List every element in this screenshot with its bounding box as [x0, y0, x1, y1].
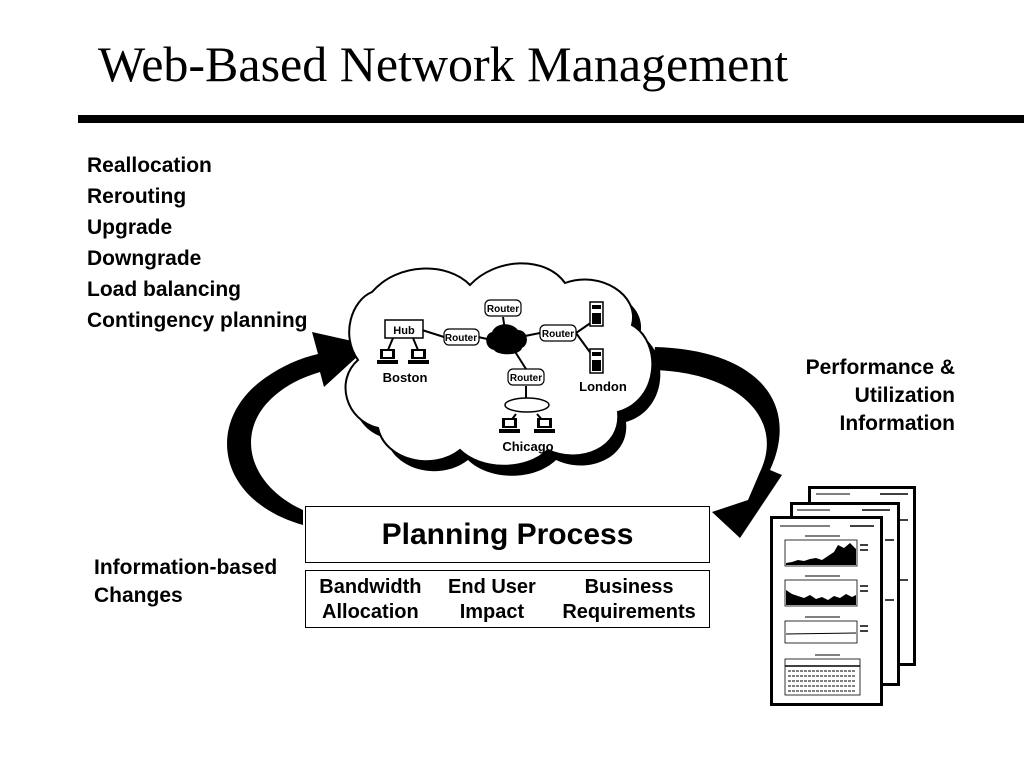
performance-line-1: Performance &: [805, 356, 955, 379]
right-cycle-arrow: [652, 347, 782, 538]
action-item-upgrade: Upgrade: [87, 216, 173, 239]
router-top: [484, 299, 522, 317]
factor-label: Requirements: [562, 601, 696, 623]
action-list: Reallocation Rerouting Upgrade Downgrade…: [87, 150, 308, 336]
factor-label: Business: [584, 576, 674, 598]
report-documents: [770, 486, 916, 706]
title-divider: [78, 115, 1024, 123]
factor-end-user-impact: End User Impact: [448, 575, 536, 625]
router-top-label: Router: [487, 304, 519, 315]
planning-process-title: Planning Process: [381, 517, 634, 551]
router-left-label: Router: [445, 333, 477, 344]
performance-line-3: Information: [839, 412, 956, 435]
information-changes-line-2: Changes: [94, 584, 183, 607]
planning-factors-box: Bandwidth Allocation End User Impact Bus…: [305, 570, 710, 628]
server-icon: [589, 301, 604, 327]
slide-title: Web-Based Network Management: [98, 36, 789, 92]
chicago-lan-segment: [504, 397, 550, 413]
planning-process-box: Planning Process: [305, 506, 710, 563]
computer-icon: [377, 349, 398, 364]
factor-bandwidth-allocation: Bandwidth Allocation: [319, 575, 421, 625]
hub-label: Hub: [393, 325, 415, 337]
information-changes-label: Information-based Changes: [94, 554, 277, 610]
network-cloud: [344, 262, 654, 467]
action-item-load-balancing: Load balancing: [87, 278, 242, 301]
factor-label: Bandwidth: [319, 576, 422, 598]
performance-utilization-label: Performance & Utilization Information: [760, 354, 955, 438]
left-cycle-arrow: [227, 332, 370, 525]
action-item-rerouting: Rerouting: [87, 185, 187, 208]
computer-icon: [408, 349, 429, 364]
action-item-reallocation: Reallocation: [87, 154, 212, 177]
router-bottom-label: Router: [510, 373, 542, 384]
site-label-boston: Boston: [383, 370, 428, 385]
computer-icon: [534, 418, 555, 433]
network-core-icon: [486, 324, 527, 355]
action-item-downgrade: Downgrade: [87, 247, 202, 270]
site-label-london: London: [579, 379, 627, 394]
computer-icon: [499, 418, 520, 433]
hub-box: [384, 319, 424, 339]
router-right-label: Router: [542, 329, 574, 340]
factor-label: End User: [448, 576, 536, 598]
factor-label: Allocation: [322, 601, 419, 623]
information-changes-line-1: Information-based: [94, 556, 278, 579]
site-label-chicago: Chicago: [502, 439, 553, 454]
factor-label: Impact: [459, 601, 525, 623]
action-item-contingency: Contingency planning: [87, 309, 308, 332]
router-left: [443, 328, 480, 346]
server-icon: [589, 348, 604, 374]
router-bottom: [507, 368, 545, 386]
factor-business-requirements: Business Requirements: [562, 575, 695, 625]
performance-line-2: Utilization: [854, 384, 955, 407]
router-right: [539, 324, 577, 342]
